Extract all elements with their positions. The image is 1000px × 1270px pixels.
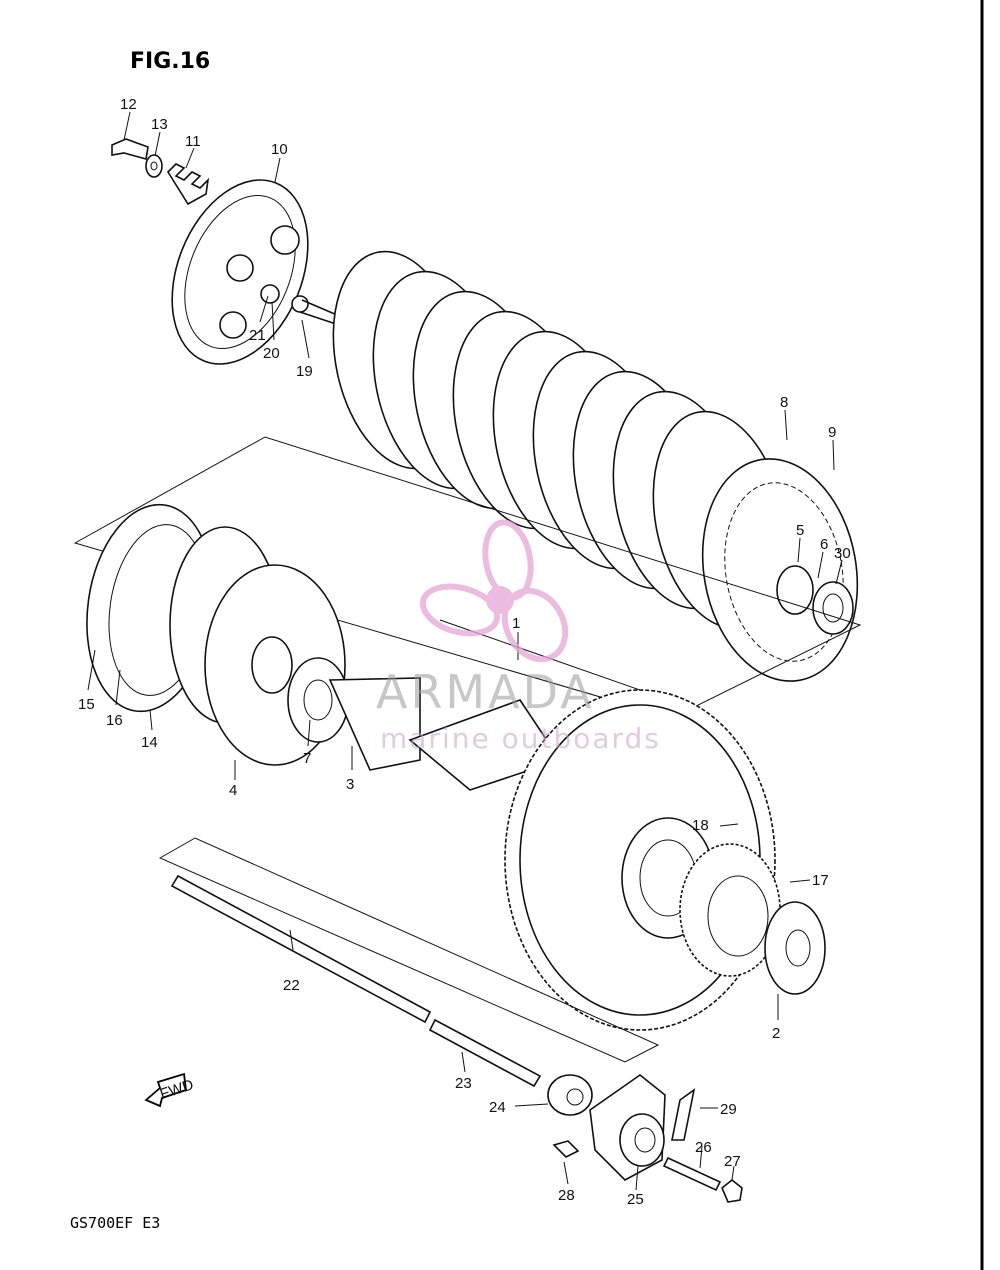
callout-7: 7: [303, 750, 311, 767]
watermark-brand: ARMADA: [376, 665, 595, 719]
callout-29: 29: [720, 1101, 737, 1118]
callout-20: 20: [263, 345, 280, 362]
callout-25: 25: [627, 1191, 644, 1208]
pressure-plate-part: [171, 179, 345, 365]
pushrod-part: [170, 874, 542, 1088]
callout-18: 18: [692, 817, 709, 834]
model-code: GS700EF E3: [70, 1214, 160, 1232]
callout-22: 22: [283, 977, 300, 994]
callout-11: 11: [185, 133, 201, 150]
callout-30: 30: [834, 545, 851, 562]
release-mechanism-part: [547, 1074, 743, 1203]
figure-title: FIG.16: [130, 49, 210, 74]
callout-17: 17: [812, 872, 829, 889]
callout-3: 3: [346, 776, 354, 793]
callout-2: 2: [772, 1025, 780, 1042]
callout-5: 5: [796, 522, 804, 539]
callout-13: 13: [151, 116, 168, 133]
watermark: ARMADA marine outboards: [376, 519, 661, 755]
callout-27: 27: [724, 1153, 741, 1170]
callout-labels: 1 2 3 4 5 6 7 8 9 10 11 12 13 14 15 16 1…: [78, 96, 851, 1208]
callout-24: 24: [489, 1099, 506, 1116]
callout-28: 28: [558, 1187, 575, 1204]
propeller-logo-icon: [419, 519, 569, 663]
callout-4: 4: [229, 782, 237, 799]
leader-lines: [87, 111, 843, 1191]
watermark-tagline: marine outboards: [380, 722, 661, 755]
callout-8: 8: [780, 394, 788, 411]
callout-23: 23: [455, 1075, 472, 1092]
callout-9: 9: [828, 424, 836, 441]
callout-16: 16: [106, 712, 123, 729]
fwd-arrow-icon: FWD: [144, 1072, 196, 1108]
callout-1: 1: [512, 615, 520, 632]
callout-14: 14: [141, 734, 158, 751]
clutch-basket-part: [158, 619, 826, 1063]
callout-10: 10: [271, 141, 288, 158]
callout-21: 21: [249, 327, 266, 344]
callout-19: 19: [296, 363, 313, 380]
callout-6: 6: [820, 536, 828, 553]
clutch-hub-part: [701, 458, 859, 682]
callout-15: 15: [78, 696, 95, 713]
callout-26: 26: [695, 1139, 712, 1156]
primary-driven-gear-part: [73, 436, 862, 771]
bolt-spring-part: [111, 138, 210, 206]
callout-12: 12: [120, 96, 137, 113]
